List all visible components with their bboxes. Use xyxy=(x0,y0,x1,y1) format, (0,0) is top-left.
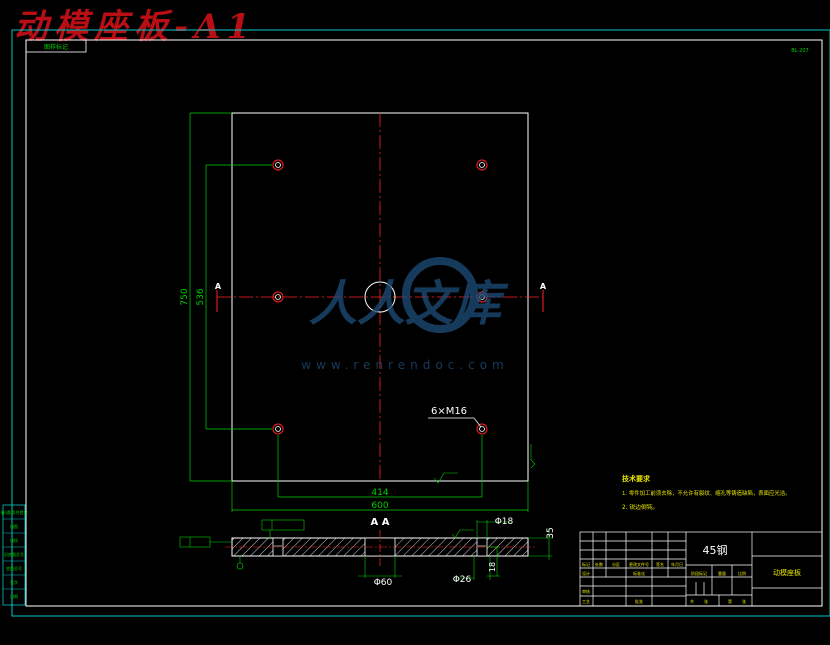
dim-counterbore xyxy=(476,520,512,538)
dim-width-outer-text: 600 xyxy=(371,501,388,511)
tech-req-item-1: 1. 零件加工前须去除，不允许有裂纹、缩孔等铸造缺陷，表面应光洁。 xyxy=(622,489,791,497)
hole-callout-text: 6×M16 xyxy=(431,406,467,417)
watermark: 人人文库 www.renrendoc.com xyxy=(301,257,509,372)
svg-text:标记: 标记 xyxy=(582,561,590,567)
roughness-symbol xyxy=(433,444,536,484)
strip-label-4: 底图总号 xyxy=(6,565,22,571)
title-block xyxy=(579,531,823,607)
dim-width-inner-text: 414 xyxy=(371,488,388,498)
svg-text:A: A xyxy=(540,282,547,291)
watermark-url: www.renrendoc.com xyxy=(301,358,508,372)
drawing-code: BL-207 xyxy=(791,48,808,54)
drawing-title: 动模座板-A1 xyxy=(14,7,257,47)
svg-text:张: 张 xyxy=(742,598,746,604)
inner-frame xyxy=(25,39,823,607)
strip-label-3: 旧底图总号 xyxy=(4,551,24,557)
svg-text:更改文件号: 更改文件号 xyxy=(629,561,649,567)
watermark-logo-icon xyxy=(402,257,478,333)
svg-text:标准化: 标准化 xyxy=(633,570,645,576)
tech-req-heading: 技术要求 xyxy=(622,474,651,483)
title-block-labels: 标记 处数 分区 更改文件号 签名 年月日 设计 标准化 阶段标记 重量 比例 … xyxy=(582,561,746,604)
dim-width-inner xyxy=(277,435,483,498)
section-view-label: A A xyxy=(371,517,390,528)
dim-width-outer xyxy=(231,481,529,512)
dim-height-inner-text: 536 xyxy=(196,288,206,305)
svg-text:重量: 重量 xyxy=(718,570,726,576)
strip-label-1: 描图 xyxy=(10,523,18,529)
strip-label-0: 借(通)用件登记 xyxy=(0,509,27,515)
svg-text:A: A xyxy=(215,282,222,291)
center-hole xyxy=(364,281,396,313)
dim-height-inner xyxy=(205,164,272,430)
section-marker-right: A xyxy=(540,282,547,312)
svg-text:比例: 比例 xyxy=(738,570,746,576)
left-signature-strip: 借(通)用件登记 描图 描校 旧底图总号 底图总号 签字 日期 xyxy=(0,504,28,606)
svg-text:阶段标记: 阶段标记 xyxy=(691,570,707,576)
dim-depth xyxy=(487,546,500,577)
svg-text:设计: 设计 xyxy=(582,570,590,576)
geometric-tolerance xyxy=(179,519,474,570)
svg-text:审核: 审核 xyxy=(582,588,590,594)
section-marker-left: A xyxy=(215,282,222,312)
svg-text:共: 共 xyxy=(690,598,694,604)
dim-thickness xyxy=(528,528,552,560)
svg-text:第: 第 xyxy=(728,598,732,604)
sheet-mark-box xyxy=(25,39,87,53)
svg-text:处数: 处数 xyxy=(595,561,603,567)
bolt-holes xyxy=(272,159,488,435)
dim-counterbore-text: Φ18 xyxy=(495,517,514,527)
dim-height-outer xyxy=(189,112,232,482)
part-name-text: 动模座板 xyxy=(773,568,801,577)
svg-text:张: 张 xyxy=(704,598,708,604)
dim-thickness-text: 35 xyxy=(546,527,556,538)
dim-depth-text: 18 xyxy=(488,562,497,572)
tech-req-item-2: 2. 锐边倒钝。 xyxy=(622,503,658,511)
dim-center-bore-text: Φ60 xyxy=(374,578,393,588)
dim-center-bore xyxy=(358,556,402,578)
svg-text:签名: 签名 xyxy=(656,561,664,567)
svg-text:年月日: 年月日 xyxy=(671,561,683,567)
outer-frame xyxy=(11,29,830,617)
sheet-mark-text: 图样标记 xyxy=(44,43,68,51)
dim-bottom-bore-text: Φ26 xyxy=(453,575,472,585)
strip-label-5: 签字 xyxy=(10,579,18,585)
hole-callout-leader xyxy=(428,417,482,428)
svg-text:工艺: 工艺 xyxy=(582,599,590,604)
strip-label-2: 描校 xyxy=(10,537,18,543)
material-text: 45钢 xyxy=(703,544,728,557)
svg-text:批准: 批准 xyxy=(635,598,643,604)
svg-text:分区: 分区 xyxy=(612,561,620,567)
dim-height-outer-text: 750 xyxy=(180,288,190,305)
strip-label-6: 日期 xyxy=(10,593,18,599)
watermark-brand: 人人文库 xyxy=(309,276,509,332)
